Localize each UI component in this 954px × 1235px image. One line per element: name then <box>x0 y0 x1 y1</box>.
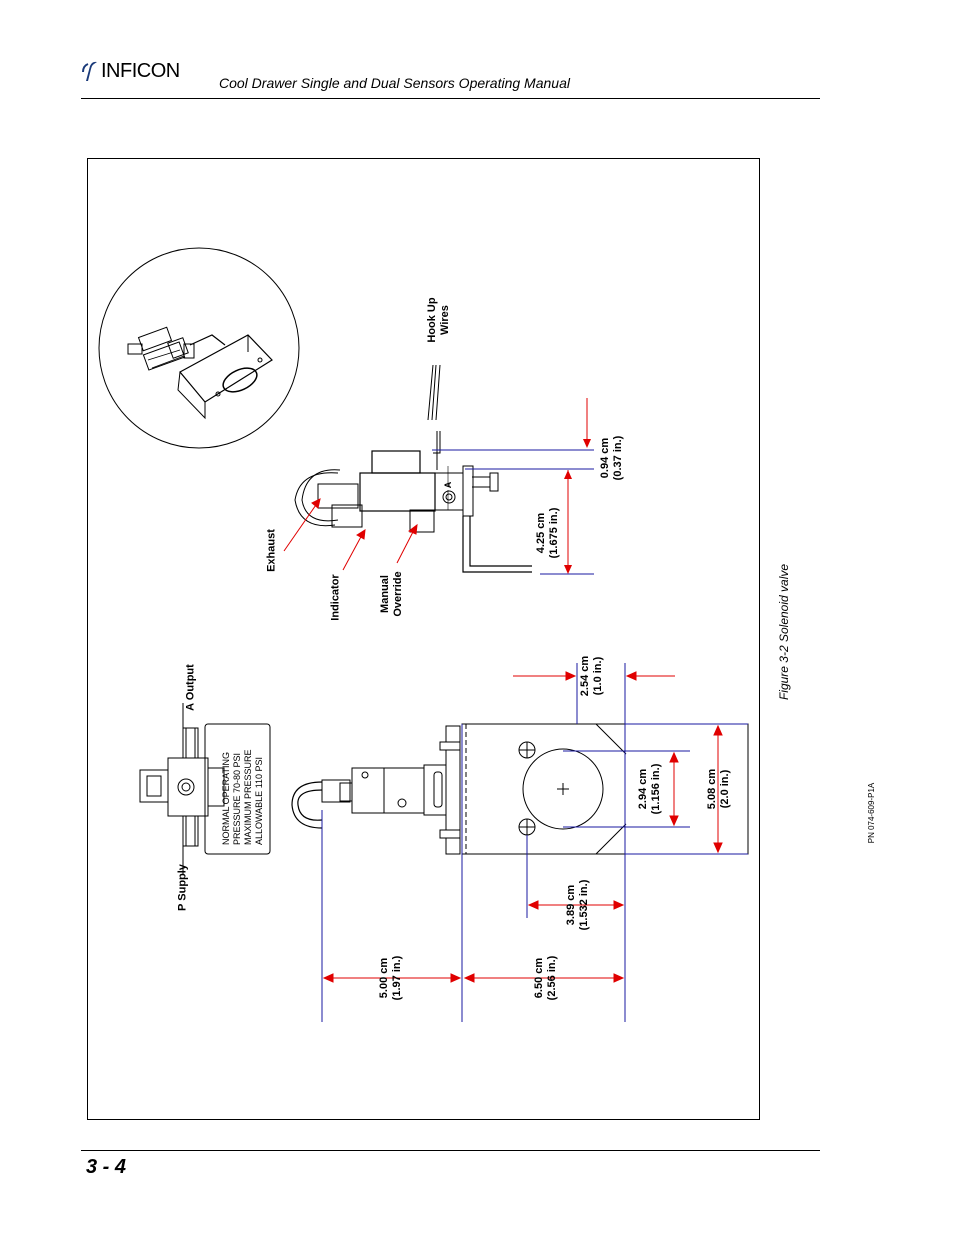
top-view <box>291 723 749 855</box>
dimension-650-cm: 6.50 cm <box>533 957 545 999</box>
hook-up-wires-line-2: Wires <box>439 305 451 335</box>
pressure-plate-text: NORMAL OPERATING PRESSURE 70-80 PSI MAXI… <box>221 749 264 845</box>
dimension-508-cm: 5.08 cm <box>706 768 718 810</box>
manual-override-label: Manual Override <box>379 554 405 634</box>
dimension-500-in: (1.97 in.) <box>391 955 403 1001</box>
dimension-389: 3.89 cm (1.532 in.) <box>565 863 591 947</box>
dimension-094-cm: 0.94 cm <box>599 437 611 479</box>
dimension-254-cm: 2.54 cm <box>579 655 591 697</box>
a-output-label: A Output <box>184 664 197 711</box>
page-number: 3 - 4 <box>86 1156 127 1178</box>
port-a-label: A <box>443 481 453 488</box>
manual-override-line-1: Manual <box>379 575 391 613</box>
hook-up-wires-label: Hook Up Wires <box>426 283 452 357</box>
isometric-inset <box>98 247 300 449</box>
dimension-508: 5.08 cm (2.0 in.) <box>706 747 732 831</box>
dimension-254: 2.54 cm (1.0 in.) <box>579 634 605 718</box>
dimension-500: 5.00 cm (1.97 in.) <box>378 936 404 1020</box>
callout-leaders <box>283 498 418 571</box>
dimension-294-cm: 2.94 cm <box>637 768 649 810</box>
dimension-094-in: (0.37 in.) <box>612 435 624 481</box>
inficon-logo-mark-icon <box>82 61 97 81</box>
side-view-dimensions <box>432 398 594 575</box>
front-view <box>139 703 271 875</box>
dimension-650: 6.50 cm (2.56 in.) <box>533 936 559 1020</box>
dimension-094: 0.94 cm (0.37 in.) <box>599 416 625 500</box>
header-rule <box>81 98 820 99</box>
dimension-294-in: (1.156 in.) <box>650 763 662 815</box>
dimension-425: 4.25 cm (1.675 in.) <box>535 491 561 575</box>
dimension-294: 2.94 cm (1.156 in.) <box>637 747 663 831</box>
brand-name: INFICON <box>101 59 180 82</box>
dimension-425-in: (1.675 in.) <box>548 507 560 559</box>
side-view <box>294 364 532 573</box>
dimension-389-cm: 3.89 cm <box>565 884 577 926</box>
dimension-425-cm: 4.25 cm <box>535 512 547 554</box>
p-supply-label: P Supply <box>176 864 189 911</box>
dimension-650-in: (2.56 in.) <box>546 955 558 1001</box>
plate-line-3: MAXIMUM PRESSURE <box>243 749 253 845</box>
plate-line-2: PRESSURE 70-80 PSI <box>232 753 242 845</box>
plate-line-4: ALLOWABLE 110 PSI <box>254 757 264 845</box>
plate-line-1: NORMAL OPERATING <box>221 752 231 845</box>
part-number: PN 074-609-P1A <box>867 782 876 844</box>
dimension-254-in: (1.0 in.) <box>592 656 604 696</box>
footer-rule <box>81 1150 820 1151</box>
indicator-label: Indicator <box>329 574 342 621</box>
exhaust-label: Exhaust <box>265 529 278 572</box>
manual-title: Cool Drawer Single and Dual Sensors Oper… <box>219 75 570 91</box>
dimension-508-in: (2.0 in.) <box>719 769 731 809</box>
manual-override-line-2: Override <box>392 571 404 617</box>
inficon-logo: INFICON <box>81 58 180 84</box>
figure-caption: Figure 3-2 Solenoid valve <box>777 563 791 701</box>
hook-up-wires-line-1: Hook Up <box>426 297 438 343</box>
figure-frame <box>87 158 760 1120</box>
top-view-dimension-arrows <box>322 671 723 983</box>
dimension-389-in: (1.532 in.) <box>578 879 590 931</box>
top-view-extension-lines <box>321 663 748 1022</box>
dimension-500-cm: 5.00 cm <box>378 957 390 999</box>
